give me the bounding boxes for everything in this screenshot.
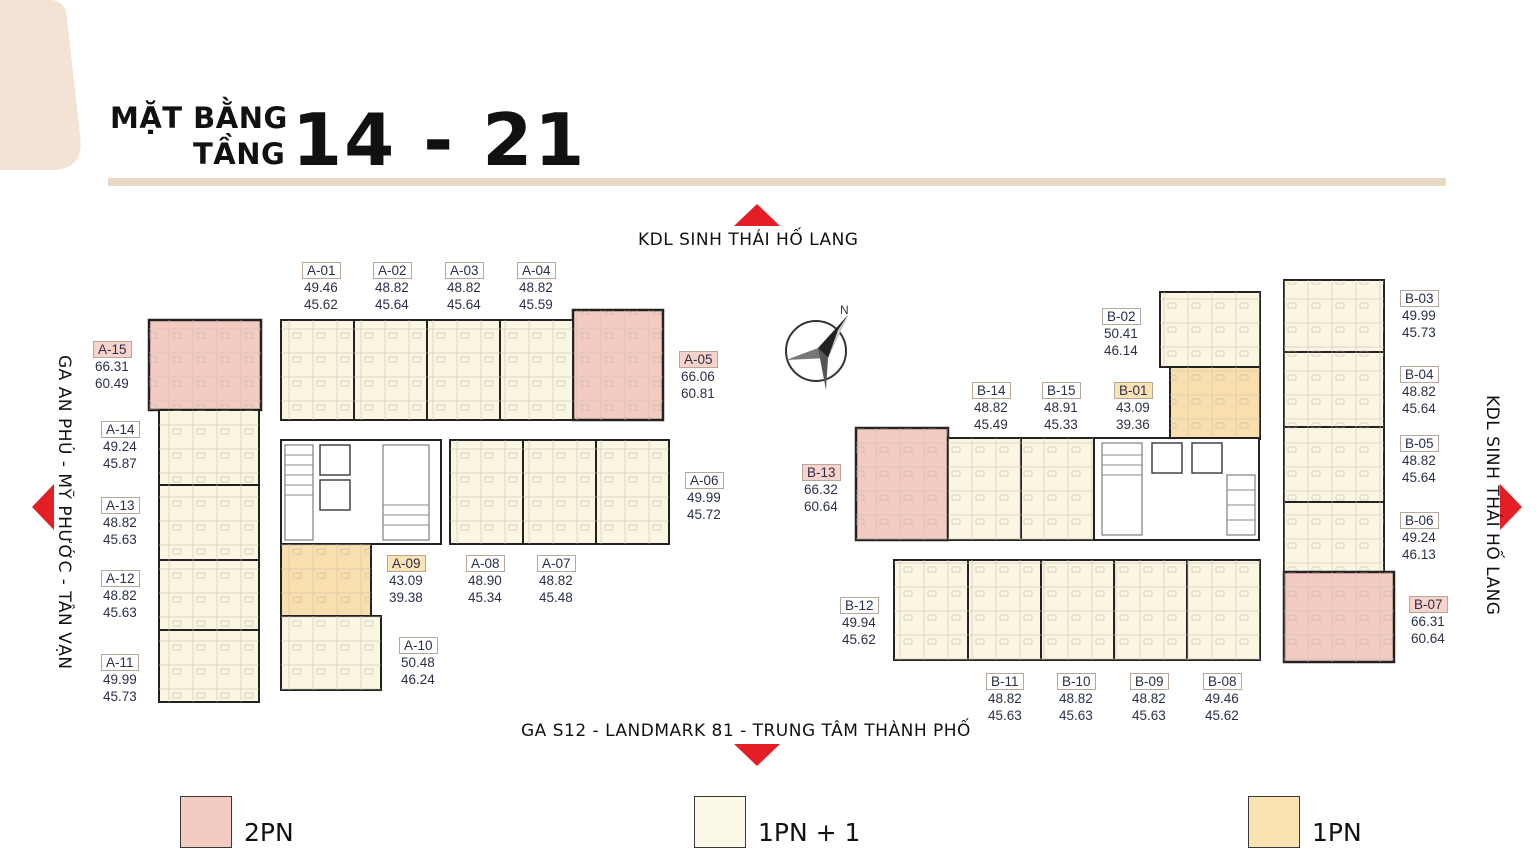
- title-divider: [108, 178, 1446, 186]
- direction-bottom: GA S12 - LANDMARK 81 - TRUNG TÂM THÀNH P…: [521, 721, 971, 741]
- floorplan-block-b: [854, 279, 1396, 664]
- core-a: [280, 439, 442, 545]
- east-arrow-icon: [1500, 484, 1522, 530]
- svg-text:N: N: [840, 303, 849, 317]
- south-arrow-icon: [734, 744, 780, 766]
- core-b: [1093, 437, 1260, 541]
- legend-swatch-2pn: [180, 796, 232, 848]
- title-line1: MẶT BẰNG: [110, 101, 288, 135]
- title-floors: 14 - 21: [292, 98, 587, 182]
- legend-swatch-1pn: [1248, 796, 1300, 848]
- title-line2: TẦNG: [193, 137, 286, 171]
- corner-decoration: [0, 0, 81, 170]
- direction-top: KDL SINH THÁI HỐ LANG: [638, 230, 859, 250]
- north-arrow-icon: [734, 204, 780, 226]
- direction-right: KDL SINH THÁI HỐ LANG: [1482, 395, 1502, 616]
- direction-left: GA AN PHÚ - MỸ PHƯỚC - TÂN VẠN: [54, 355, 74, 670]
- legend-label-1pn-plus-1: 1PN + 1: [758, 818, 861, 847]
- legend-label-2pn: 2PN: [244, 818, 294, 847]
- legend-swatch-1pn-plus-1: [694, 796, 746, 848]
- compass-icon: N: [785, 303, 849, 390]
- legend-label-1pn: 1PN: [1312, 818, 1362, 847]
- west-arrow-icon: [32, 484, 54, 530]
- floorplan-block-a: [147, 308, 670, 703]
